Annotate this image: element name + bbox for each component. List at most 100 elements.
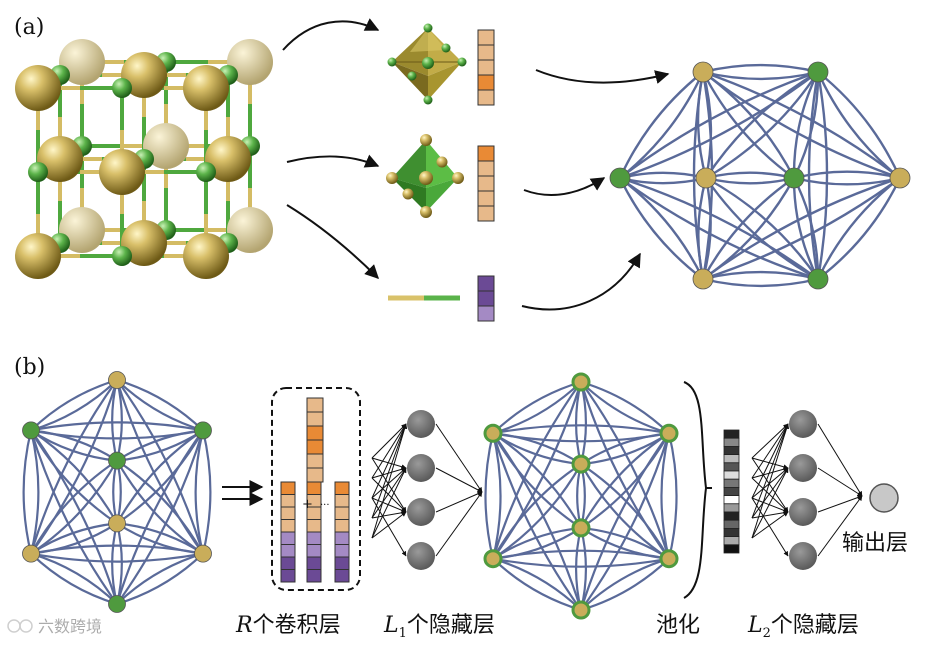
graph-edge — [579, 463, 586, 529]
graph-edge — [702, 277, 819, 288]
pooled-cell — [723, 495, 740, 505]
graph-edge — [30, 429, 118, 524]
vector-cell — [334, 506, 350, 520]
gold-atom — [59, 207, 105, 253]
vector-cell — [306, 519, 322, 533]
gold-atom — [121, 220, 167, 266]
graph-edge — [580, 432, 670, 466]
graph-edge — [491, 381, 582, 560]
connection-arrow — [371, 423, 408, 539]
graph-edge — [580, 381, 671, 560]
vector-cell — [477, 44, 495, 61]
graph-node — [22, 544, 40, 563]
graph-node — [695, 167, 717, 189]
pooled-cell — [723, 536, 740, 546]
vector-cell — [477, 74, 495, 91]
graph-edge — [116, 429, 204, 462]
graph-node — [108, 595, 126, 613]
graph-edge — [580, 432, 670, 466]
connection-arrow — [751, 457, 789, 470]
graph-node — [889, 167, 911, 189]
vector-cell — [306, 467, 324, 483]
pooled-cell — [723, 429, 740, 439]
graph-edge — [492, 549, 670, 560]
connection-arrow — [435, 467, 483, 493]
connection-arrow — [751, 511, 789, 539]
graph-edge — [807, 71, 820, 280]
graph-edge — [484, 433, 495, 559]
graph-edge — [30, 429, 119, 605]
graph-edge — [816, 71, 829, 280]
graph-edge — [30, 552, 204, 563]
connection-arrow — [751, 457, 789, 513]
graph-edge — [116, 459, 204, 555]
graph-edge — [705, 171, 795, 180]
graph-edge — [30, 552, 118, 605]
connection-arrow — [435, 491, 483, 557]
pooled-cell — [723, 462, 740, 472]
graph-edge — [30, 429, 204, 440]
graph-edge — [618, 71, 704, 179]
gold-atom — [205, 136, 251, 182]
connection-arrow — [751, 423, 789, 479]
gold-atom — [37, 136, 83, 182]
connection-arrow — [371, 457, 407, 513]
graph-edge — [692, 71, 705, 280]
graph-edge — [792, 71, 820, 179]
connection-arrow — [751, 423, 790, 539]
graph-edge — [30, 379, 118, 432]
vector-cell — [306, 556, 322, 570]
graph-edge — [116, 429, 204, 462]
connection-arrow — [751, 467, 789, 499]
graph-edge — [492, 463, 582, 560]
feature-vector-octahedron-gold — [477, 145, 495, 222]
vector-cell — [477, 89, 495, 106]
graph-edge — [580, 380, 670, 435]
graph-edge — [492, 381, 582, 435]
hidden-neuron — [789, 542, 817, 570]
graph-edge — [580, 526, 670, 560]
hidden-neuron — [789, 498, 817, 526]
vector-cell — [306, 411, 324, 427]
graph-edge — [618, 177, 704, 280]
connection-arrow — [751, 423, 789, 459]
gold-atom — [59, 39, 105, 85]
green-atom — [112, 78, 132, 98]
graph-edge — [194, 430, 205, 554]
graph-edge — [492, 526, 582, 560]
pooled-cell — [723, 454, 740, 464]
connection-arrow — [371, 423, 407, 459]
vector-cell — [477, 160, 495, 177]
hidden-layers-2 — [751, 410, 863, 570]
vector-cell — [477, 290, 495, 307]
vector-cell — [306, 531, 322, 545]
graph-edge — [580, 381, 670, 435]
graph-node — [609, 167, 631, 189]
graph-edge — [116, 379, 205, 554]
graph-node — [692, 61, 714, 83]
graph-edge — [817, 71, 902, 179]
graph-edge — [702, 70, 901, 179]
connection-arrow — [751, 510, 789, 519]
panel-label-a: (a) — [14, 15, 44, 40]
output-neuron — [869, 483, 899, 513]
vector-cell — [334, 556, 350, 570]
graph-edge — [492, 432, 582, 529]
graph-node — [483, 423, 503, 443]
connection-arrow — [751, 497, 789, 557]
graph-edge — [30, 460, 118, 555]
graph-edge — [492, 432, 583, 611]
gold-atom — [121, 52, 167, 98]
vector-cell — [306, 439, 324, 455]
hidden-neuron — [407, 542, 435, 570]
graph-edge — [30, 544, 204, 555]
pooled-cell — [723, 511, 740, 521]
connection-arrow — [371, 467, 407, 499]
graph-edge — [491, 433, 502, 559]
graph-edge — [817, 177, 902, 280]
caption-pooling: 池化 — [656, 613, 700, 638]
graph-node — [659, 423, 679, 443]
graph-node — [571, 372, 591, 392]
feature-vector-bond — [477, 275, 495, 322]
connection-arrow — [751, 477, 789, 513]
